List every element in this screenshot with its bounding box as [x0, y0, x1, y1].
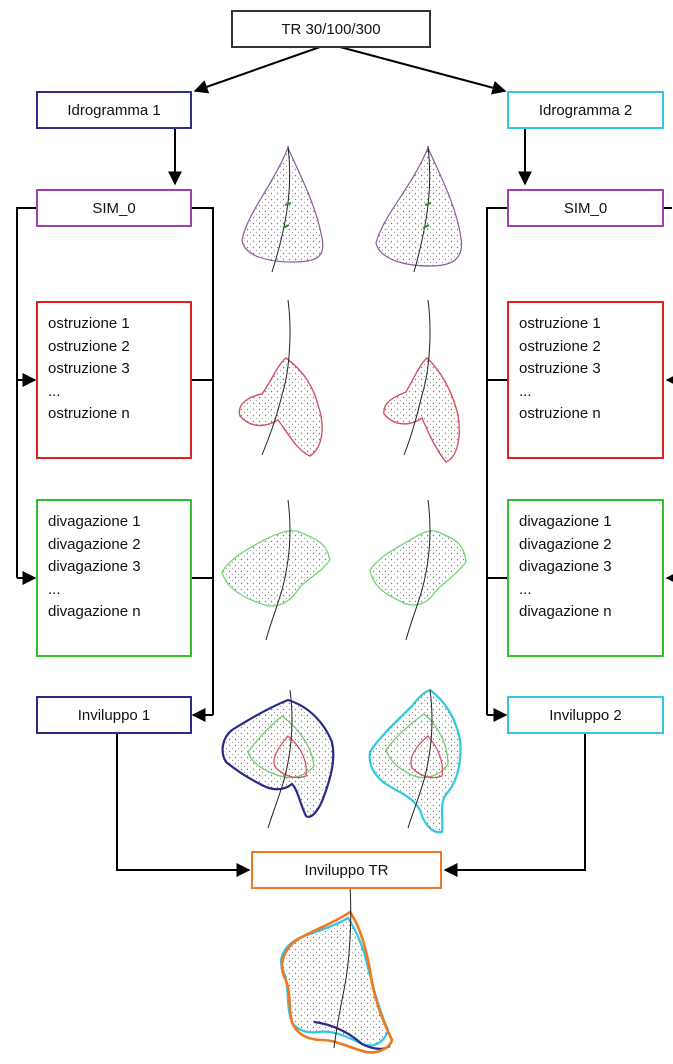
obstruction-left-item: ...	[48, 382, 61, 400]
divagation-right-item: divagazione 1	[519, 513, 612, 530]
final-envelope-box: Inviluppo TR	[251, 851, 442, 889]
divagation-left-item: divagazione 1	[48, 513, 141, 530]
map-sim0-right	[375, 145, 463, 273]
envelope-1-box: Inviluppo 1	[36, 696, 192, 734]
right-collector-connector	[486, 207, 507, 715]
arrow-top-to-hydrograph-1	[193, 46, 321, 94]
divagation-left-item: divagazione 2	[48, 535, 141, 553]
final-envelope-label: Inviluppo TR	[304, 861, 389, 879]
map-divagation-left	[221, 499, 331, 641]
map-divagation-right	[369, 499, 467, 641]
obstruction-left-item: ostruzione 2	[48, 337, 130, 355]
obstruction-list-left: ostruzione 1 ostruzione 2 ostruzione 3 .…	[36, 301, 192, 459]
envelope-2-box: Inviluppo 2	[507, 696, 664, 734]
divagation-left-item: divagazione 3	[48, 558, 141, 575]
sim0-left-box: SIM_0	[36, 189, 192, 227]
obstruction-list-right: ostruzione 1 ostruzione 2 ostruzione 3 .…	[507, 301, 664, 459]
map-obstruction-right	[383, 299, 460, 463]
obstruction-left-item: ostruzione 1	[48, 315, 130, 332]
map-sim0-left	[241, 145, 324, 273]
left-collector-connector	[192, 207, 214, 715]
sim0-right-label: SIM_0	[563, 199, 608, 217]
hydrograph-2-label: Idrogramma 2	[538, 101, 633, 119]
divagation-list-left: divagazione 1 divagazione 2 divagazione …	[36, 499, 192, 657]
map-envelope-right	[368, 688, 462, 834]
hydrograph-2-box: Idrogramma 2	[507, 91, 664, 129]
obstruction-right-item: ostruzione 2	[519, 337, 601, 355]
return-period-label: TR 30/100/300	[281, 20, 381, 38]
divagation-right-item: ...	[519, 580, 532, 598]
obstruction-right-item: ostruzione n	[519, 405, 601, 422]
sim0-right-box: SIM_0	[507, 189, 664, 227]
divagation-right-item: divagazione n	[519, 603, 612, 620]
divagation-right-item: divagazione 2	[519, 535, 612, 553]
obstruction-left-item: ostruzione n	[48, 405, 130, 422]
arrow-top-to-hydrograph-2	[339, 46, 507, 95]
divagation-left-item: ...	[48, 580, 61, 598]
arrow-envelope-1-to-final	[116, 734, 251, 877]
obstruction-left-item: ostruzione 3	[48, 360, 130, 377]
arrow-envelope-2-to-final	[443, 734, 586, 877]
divagation-list-right: divagazione 1 divagazione 2 divagazione …	[507, 499, 664, 657]
left-loop-connector	[16, 207, 36, 578]
hydrograph-1-label: Idrogramma 1	[67, 101, 161, 119]
map-envelope-left	[221, 689, 335, 829]
divagation-left-item: divagazione n	[48, 603, 141, 620]
return-period-box: TR 30/100/300	[231, 10, 431, 48]
map-final-envelope	[280, 885, 394, 1054]
obstruction-right-item: ostruzione 3	[519, 360, 601, 377]
obstruction-right-item: ...	[519, 382, 532, 400]
obstruction-right-item: ostruzione 1	[519, 315, 601, 332]
envelope-2-label: Inviluppo 2	[549, 706, 622, 724]
hydrograph-1-box: Idrogramma 1	[36, 91, 192, 129]
envelope-1-label: Inviluppo 1	[77, 706, 151, 724]
divagation-right-item: divagazione 3	[519, 558, 612, 575]
sim0-left-label: SIM_0	[92, 199, 136, 217]
map-obstruction-left	[238, 299, 323, 457]
